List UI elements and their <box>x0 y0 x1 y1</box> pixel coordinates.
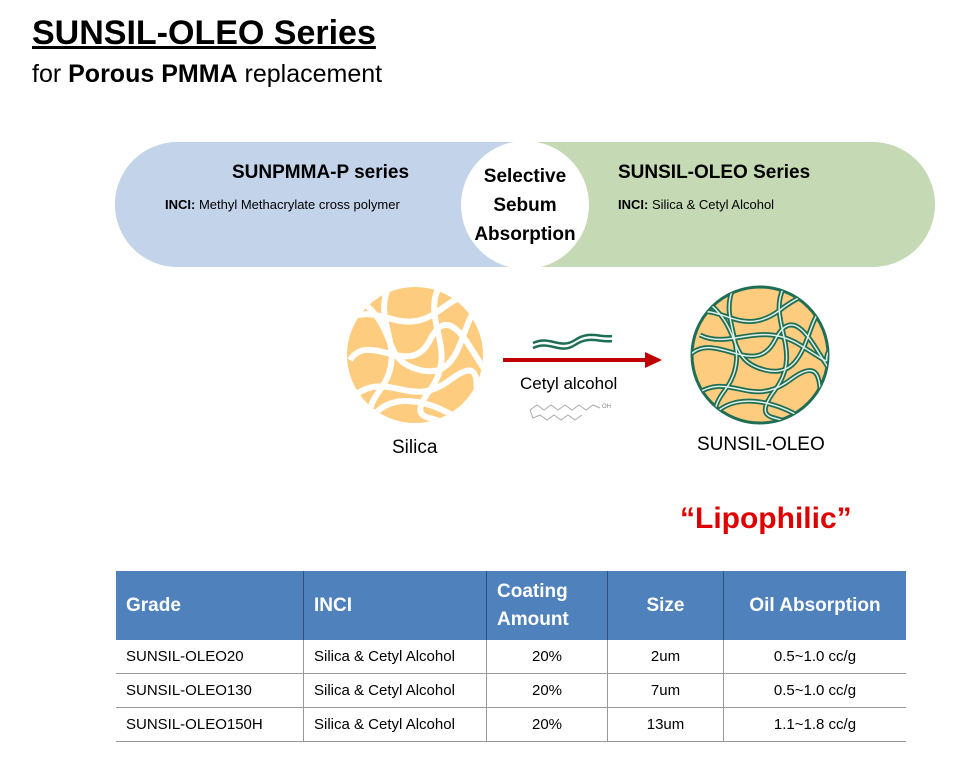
cetyl-chain-icon <box>532 333 613 350</box>
header-size: Size <box>607 571 724 640</box>
table-row: SUNSIL-OLEO130 Silica & Cetyl Alcohol 20… <box>116 673 906 708</box>
lipophilic-tagline: “Lipophilic” <box>680 502 852 535</box>
cetyl-molecule-icon <box>529 404 601 421</box>
table-header-row: Grade INCI Coating Amount Size Oil Absor… <box>116 571 906 640</box>
silica-label: Silica <box>392 437 438 458</box>
right-inci: INCI: Silica & Cetyl Alcohol <box>618 197 774 212</box>
cell-oil-absorption: 0.5~1.0 cc/g <box>723 673 906 708</box>
cell-grade: SUNSIL-OLEO20 <box>116 640 304 674</box>
subtitle-suffix: replacement <box>237 60 383 88</box>
subtitle-bold: Porous PMMA <box>68 60 238 88</box>
sunsil-oleo-label: SUNSIL-OLEO <box>697 434 825 455</box>
process-diagram: OH <box>347 285 830 425</box>
center-line: Sebum <box>493 194 557 216</box>
sunsil-oleo-particle-icon <box>690 285 830 425</box>
cell-grade: SUNSIL-OLEO130 <box>116 673 304 708</box>
pill-left-half <box>115 142 525 267</box>
header-inci: INCI <box>303 571 487 640</box>
cell-coating: 20% <box>486 640 608 674</box>
cell-size: 2um <box>607 640 724 674</box>
silica-particle-icon <box>347 287 483 423</box>
table-row: SUNSIL-OLEO150H Silica & Cetyl Alcohol 2… <box>116 707 906 742</box>
inci-value: Silica & Cetyl Alcohol <box>648 197 775 212</box>
cell-inci: Silica & Cetyl Alcohol <box>303 640 487 674</box>
center-line: Selective <box>483 165 567 187</box>
subtitle-prefix: for <box>32 60 69 88</box>
inci-label: INCI: <box>165 197 196 212</box>
header-grade: Grade <box>116 571 304 640</box>
arrow-icon <box>503 352 662 368</box>
left-inci: INCI: Methyl Methacrylate cross polymer <box>165 197 400 212</box>
cell-coating: 20% <box>486 707 608 742</box>
cell-size: 13um <box>607 707 724 742</box>
cell-grade: SUNSIL-OLEO150H <box>116 707 304 742</box>
cell-size: 7um <box>607 673 724 708</box>
page-title: SUNSIL-OLEO Series <box>32 14 376 52</box>
cell-oil-absorption: 1.1~1.8 cc/g <box>723 707 906 742</box>
center-line: Absorption <box>474 223 576 245</box>
subtitle: for Porous PMMA replacement <box>32 60 382 89</box>
cetyl-alcohol-label: Cetyl alcohol <box>520 374 618 393</box>
left-series-name: SUNPMMA-P series <box>232 162 410 183</box>
grade-table: Grade INCI Coating Amount Size Oil Absor… <box>116 571 906 742</box>
cell-coating: 20% <box>486 673 608 708</box>
header-coating-amount: Coating Amount <box>486 571 608 640</box>
inci-value: Methyl Methacrylate cross polymer <box>195 197 400 212</box>
right-series-name: SUNSIL-OLEO Series <box>618 162 811 183</box>
cell-inci: Silica & Cetyl Alcohol <box>303 707 487 742</box>
cell-oil-absorption: 0.5~1.0 cc/g <box>723 640 906 674</box>
molecule-oh-label: OH <box>602 404 611 410</box>
header-oil-absorption: Oil Absorption <box>723 571 906 640</box>
cell-inci: Silica & Cetyl Alcohol <box>303 673 487 708</box>
inci-label: INCI: <box>618 197 649 212</box>
table-row: SUNSIL-OLEO20 Silica & Cetyl Alcohol 20%… <box>116 640 906 674</box>
